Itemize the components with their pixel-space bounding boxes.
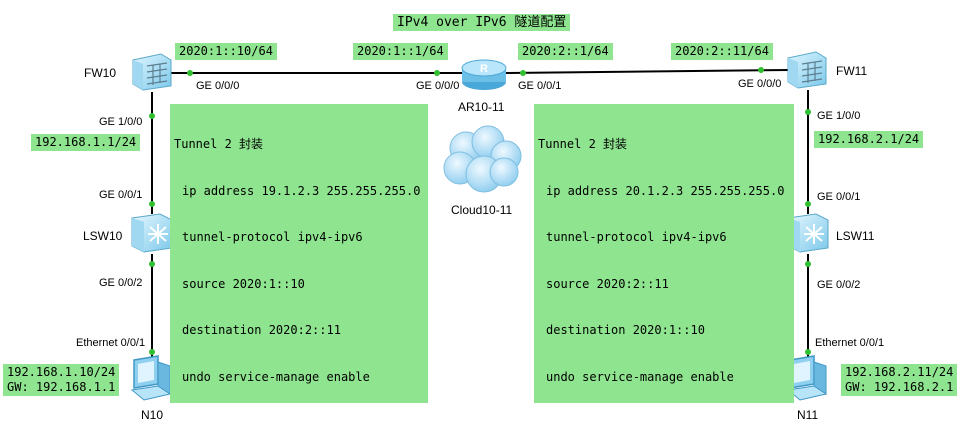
interface-lsw10-ge001: GE 0/0/1: [99, 189, 143, 201]
tunnel-config-left: Tunnel 2 封装 ip address 19.1.2.3 255.255.…: [170, 104, 428, 403]
diagram-title: IPv4 over IPv6 隧道配置: [393, 14, 571, 31]
port-dot-fw10-ge000: [187, 70, 193, 76]
port-dot-fw10-ge100: [149, 113, 155, 119]
port-dot-lsw10-ge002: [149, 261, 155, 267]
pc-icon-n11[interactable]: [784, 354, 830, 407]
host-n11-gw: GW: 192.168.2.1: [845, 380, 954, 394]
interface-lsw10-ge002: GE 0/0/2: [99, 277, 143, 289]
port-dot-fw11-ge000: [758, 67, 764, 73]
device-label-lsw11: LSW11: [836, 229, 875, 243]
interface-fw10-ge100: GE 1/0/0: [99, 116, 143, 128]
host-n10-ip: 192.168.1.10/24: [7, 365, 116, 379]
tunnel-config-left-line: destination 2020:2::11: [182, 323, 341, 337]
port-dot-ar-ge001: [520, 70, 526, 76]
switch-icon-lsw10[interactable]: [130, 212, 174, 259]
device-label-n10: N10: [141, 408, 164, 422]
address-ar-g001: 2020:2::1/64: [518, 43, 613, 60]
interface-fw10-ge000: GE 0/0/0: [196, 80, 240, 92]
port-dot-n11-eth: [805, 349, 811, 355]
tunnel-config-left-line: ip address 19.1.2.3 255.255.255.0: [182, 183, 421, 198]
svg-text:R: R: [480, 63, 488, 75]
interface-lsw11-ge002: GE 0/0/2: [817, 279, 861, 291]
interface-ar-ge000: GE 0/0/0: [416, 80, 460, 92]
interface-fw11-ge100: GE 1/0/0: [817, 110, 861, 122]
tunnel-config-right-line: destination 2020:1::10: [546, 323, 705, 337]
host-n11-ip: 192.168.2.11/24: [845, 365, 954, 379]
port-dot-fw11-ge100: [805, 109, 811, 115]
host-config-n10: 192.168.1.10/24 GW: 192.168.1.1: [3, 364, 120, 396]
device-label-lsw10: LSW10: [83, 229, 123, 243]
device-label-fw11: FW11: [836, 64, 868, 78]
host-n10-gw: GW: 192.168.1.1: [7, 380, 116, 394]
tunnel-config-left-line: undo service-manage enable: [182, 369, 370, 384]
interface-fw11-ge000: GE 0/0/0: [738, 78, 782, 90]
port-dot-lsw11-ge002: [805, 261, 811, 267]
device-label-n11: N11: [797, 408, 819, 422]
firewall-icon-fw11[interactable]: [786, 50, 828, 95]
tunnel-config-right-header: Tunnel 2 封装: [538, 137, 628, 151]
tunnel-config-right: Tunnel 2 封装 ip address 20.1.2.3 255.255.…: [534, 104, 794, 403]
address-fw11-ipv6: 2020:2::11/64: [671, 43, 773, 60]
interface-n11-eth: Ethernet 0/0/1: [815, 337, 885, 349]
device-label-fw10: FW10: [84, 66, 117, 80]
firewall-icon-fw10[interactable]: [131, 52, 173, 97]
interface-n10-eth: Ethernet 0/0/1: [76, 337, 146, 349]
interface-ar-ge001: GE 0/0/1: [518, 80, 562, 92]
tunnel-config-left-line: tunnel-protocol ipv4-ipv6: [182, 230, 363, 244]
device-label-ar: AR10-11: [458, 100, 505, 114]
tunnel-config-right-line: tunnel-protocol ipv4-ipv6: [546, 230, 727, 244]
tunnel-config-right-line: undo service-manage enable: [546, 369, 734, 384]
link-ar-fw11: [504, 69, 789, 74]
address-fw10-ipv6: 2020:1::10/64: [175, 43, 277, 60]
tunnel-config-left-line: source 2020:1::10: [182, 276, 305, 291]
router-icon-ar[interactable]: R: [459, 56, 509, 97]
address-fw11-lan: 192.168.2.1/24: [814, 131, 924, 148]
device-label-cloud: Cloud10-11: [451, 203, 513, 217]
address-fw10-lan: 192.168.1.1/24: [31, 134, 141, 151]
port-dot-n10-eth: [149, 349, 155, 355]
port-dot-ar-ge000: [434, 70, 440, 76]
port-dot-lsw11-ge001: [805, 201, 811, 207]
tunnel-config-left-header: Tunnel 2 封装: [174, 137, 264, 151]
address-ar-g000: 2020:1::1/64: [353, 43, 448, 60]
pc-icon-n10[interactable]: [128, 354, 174, 407]
tunnel-config-right-line: source 2020:2::11: [546, 276, 669, 291]
tunnel-config-right-line: ip address 20.1.2.3 255.255.255.0: [546, 183, 785, 198]
host-config-n11: 192.168.2.11/24 GW: 192.168.2.1: [841, 364, 958, 396]
interface-lsw11-ge001: GE 0/0/1: [817, 191, 861, 203]
cloud-icon[interactable]: [436, 124, 526, 201]
port-dot-lsw10-ge001: [149, 201, 155, 207]
